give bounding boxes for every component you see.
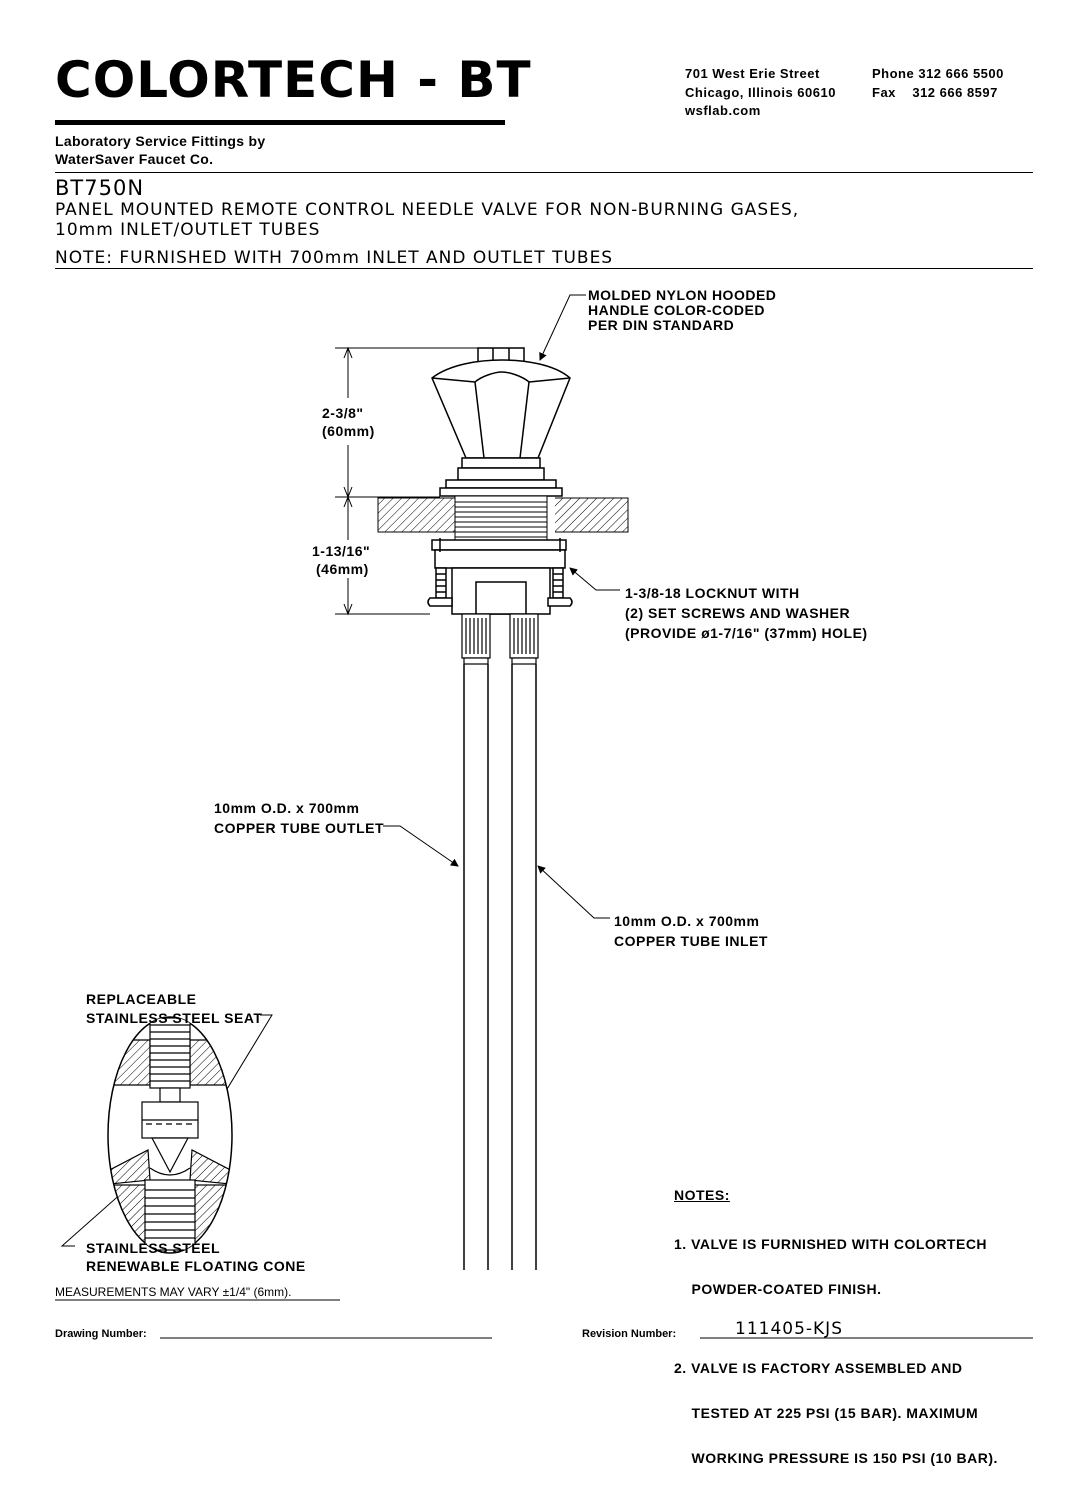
dim-lower-inches: 1-13/16" [312, 543, 371, 559]
locknut-assembly [427, 538, 573, 615]
notes-block: NOTES: 1. VALVE IS FURNISHED WITH COLORT… [674, 1188, 998, 1496]
note-2-line3: WORKING PRESSURE IS 150 PSI (10 BAR). [674, 1450, 998, 1466]
seat-callout: REPLACEABLE STAINLESS STEEL SEAT [86, 990, 262, 1028]
note-1-line2: POWDER-COATED FINISH. [674, 1281, 882, 1297]
locknut-callout-line1: 1-3/8-18 LOCKNUT WITH [625, 585, 800, 601]
valve-drawing [55, 294, 1033, 1339]
model-number: BT750N [55, 176, 145, 200]
brand-underline [55, 120, 505, 125]
handle-callout-line3: PER DIN STANDARD [588, 317, 735, 333]
note-1-line1: 1. VALVE IS FURNISHED WITH COLORTECH [674, 1236, 988, 1252]
dim-upper-label: 2-3/8" (60mm) [322, 405, 375, 439]
measurements-disclaimer: MEASUREMENTS MAY VARY ±1/4" (6mm). [55, 1285, 292, 1299]
inlet-callout-line1: 10mm O.D. x 700mm [614, 913, 760, 929]
phone: Phone 312 666 5500 [872, 66, 1004, 81]
inlet-callout: 10mm O.D. x 700mm COPPER TUBE INLET [614, 911, 768, 951]
brand-logo: COLORTECH - BT [55, 51, 532, 109]
footer-lines [55, 1299, 1033, 1339]
cone-callout-line2: RENEWABLE FLOATING CONE [86, 1258, 306, 1274]
handle-callout: MOLDED NYLON HOODED HANDLE COLOR-CODED P… [588, 287, 776, 333]
hooded-handle [431, 347, 571, 497]
note-2-line2: TESTED AT 225 PSI (15 BAR). MAXIMUM [674, 1405, 979, 1421]
header-rule [55, 172, 1033, 173]
dim-upper-mm: (60mm) [322, 423, 375, 439]
note-rule [55, 268, 1033, 269]
dimension-lines [335, 346, 478, 616]
drawing-number-label: Drawing Number: [55, 1328, 147, 1340]
revision-number-label: Revision Number: [582, 1328, 677, 1340]
revision-number-value: 111405-KJS [735, 1319, 843, 1339]
address-line1: 701 West Erie Street [685, 66, 820, 81]
compression-nuts [461, 613, 539, 665]
handle-callout-line2: HANDLE COLOR-CODED [588, 302, 765, 318]
locknut-callout-line2: (2) SET SCREWS AND WASHER [625, 605, 851, 621]
note-1: 1. VALVE IS FURNISHED WITH COLORTECH POW… [674, 1207, 998, 1327]
outlet-callout-line1: 10mm O.D. x 700mm [214, 800, 360, 816]
website[interactable]: wsflab.com [685, 103, 761, 118]
outlet-callout-line2: COPPER TUBE OUTLET [214, 820, 385, 836]
subtitle-line2: WaterSaver Faucet Co. [55, 151, 214, 167]
locknut-callout: 1-3/8-18 LOCKNUT WITH (2) SET SCREWS AND… [625, 583, 868, 643]
notes-heading: NOTES: [674, 1187, 730, 1203]
seat-callout-line2: STAINLESS STEEL SEAT [86, 1010, 263, 1026]
furnished-note: NOTE: FURNISHED WITH 700mm INLET AND OUT… [55, 248, 614, 268]
subtitle-line1: Laboratory Service Fittings by [55, 133, 266, 149]
copper-tubes [463, 664, 537, 1270]
cone-callout: STAINLESS STEEL RENEWABLE FLOATING CONE [86, 1239, 306, 1275]
address-line2: Chicago, Illinois 60610 [685, 85, 836, 100]
outlet-callout: 10mm O.D. x 700mm COPPER TUBE OUTLET [214, 798, 384, 838]
dim-lower-mm: (46mm) [316, 561, 369, 577]
description-line1: PANEL MOUNTED REMOTE CONTROL NEEDLE VALV… [55, 200, 800, 220]
note-2-line1: 2. VALVE IS FACTORY ASSEMBLED AND [674, 1360, 963, 1376]
locknut-callout-line3: (PROVIDE ø1-7/16" (37mm) HOLE) [625, 625, 868, 641]
cone-callout-line1: STAINLESS STEEL [86, 1240, 221, 1256]
seat-detail-view [107, 1016, 233, 1254]
inlet-callout-line2: COPPER TUBE INLET [614, 933, 768, 949]
seat-callout-line1: REPLACEABLE [86, 991, 197, 1007]
description-line2: 10mm INLET/OUTLET TUBES [55, 220, 321, 240]
threaded-body [454, 495, 548, 541]
note-2: 2. VALVE IS FACTORY ASSEMBLED AND TESTED… [674, 1331, 998, 1496]
handle-callout-line1: MOLDED NYLON HOODED [588, 287, 777, 303]
leader-lines [60, 294, 620, 1247]
dim-upper-inches: 2-3/8" [322, 405, 364, 421]
dim-lower-label: 1-13/16" (46mm) [312, 543, 370, 577]
fax: Fax 312 666 8597 [872, 85, 998, 100]
